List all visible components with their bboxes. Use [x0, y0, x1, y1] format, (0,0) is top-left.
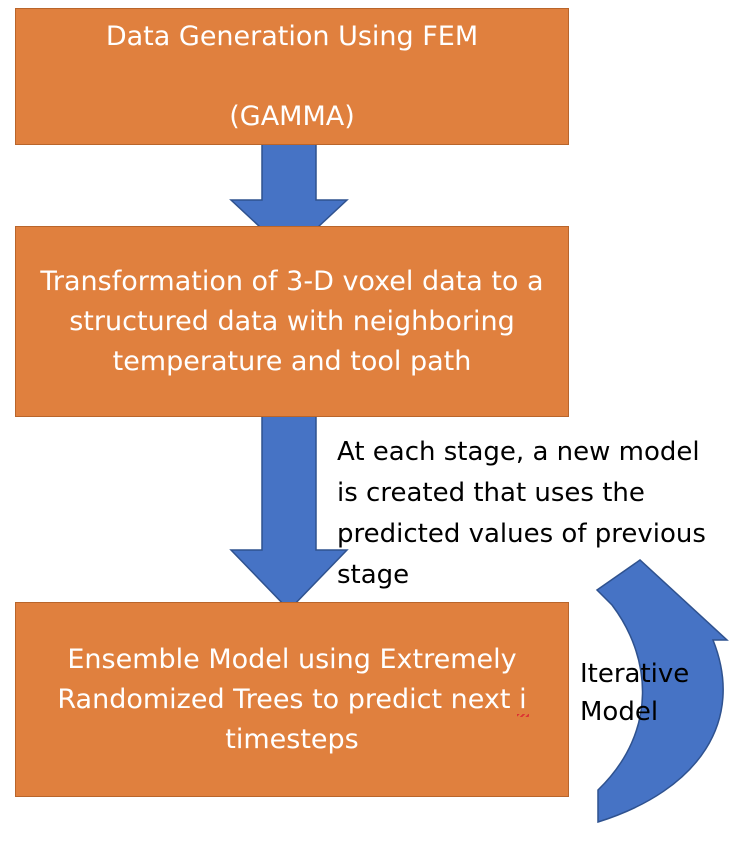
down-arrow-icon [229, 392, 349, 612]
step-box-ensemble-model: Ensemble Model using Extremely Randomize… [15, 602, 569, 797]
step2-text: Transformation of 3-D voxel data to a st… [40, 265, 544, 377]
step1-line1: Data Generation Using FEM [105, 20, 479, 52]
step-box-transformation: Transformation of 3-D voxel data to a st… [15, 226, 569, 417]
step1-line2: (GAMMA) [229, 100, 355, 132]
step3-text: Ensemble Model using Extremely Randomize… [57, 640, 529, 760]
step3-text-after: timesteps [225, 723, 359, 755]
step-box-data-generation-text: Data Generation Using FEM (GAMMA) [106, 0, 478, 177]
step-box-data-generation: Data Generation Using FEM (GAMMA) [15, 8, 569, 145]
loop-label: Iterative Model [580, 659, 690, 727]
stage-annotation: At each stage, a new model is created th… [337, 437, 706, 590]
step3-spellcheck-word: i [517, 680, 529, 720]
step3-text-before: Ensemble Model using Extremely Randomize… [57, 643, 517, 715]
curved-loop-arrow-icon [595, 559, 729, 824]
